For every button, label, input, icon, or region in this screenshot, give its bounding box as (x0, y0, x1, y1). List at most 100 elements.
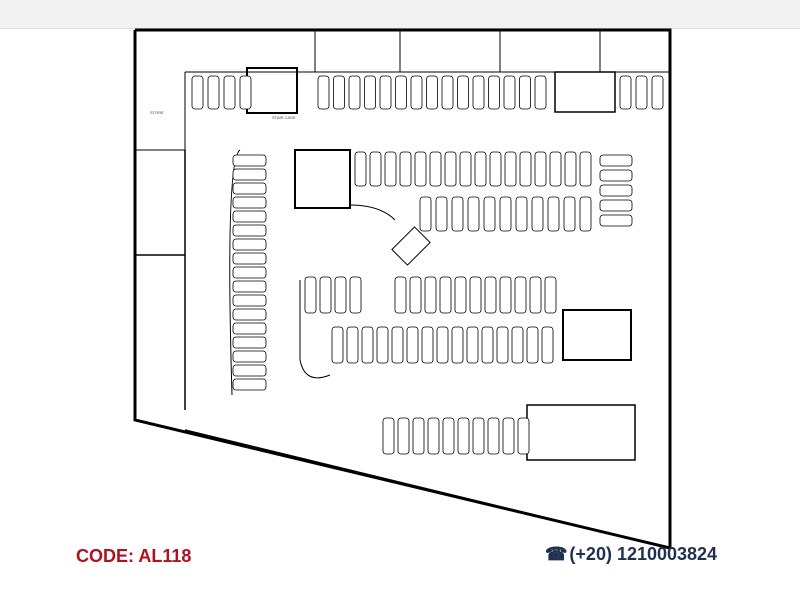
parking-slot (549, 151, 562, 187)
parking-slot (232, 210, 267, 223)
parking-slot (232, 294, 267, 307)
parking-slot (441, 75, 454, 110)
parking-slot (232, 252, 267, 265)
parking-slot (531, 196, 544, 232)
parking-slot (232, 154, 267, 167)
parking-slot (481, 326, 494, 364)
parking-slot (511, 326, 524, 364)
parking-slot (419, 196, 432, 232)
parking-slot (232, 280, 267, 293)
parking-slot (502, 417, 515, 455)
parking-slot (232, 196, 267, 209)
parking-slot (504, 151, 517, 187)
parking-slot (232, 182, 267, 195)
parking-slot (427, 417, 440, 455)
parking-slot (529, 276, 542, 314)
parking-slot (442, 417, 455, 455)
parking-slot (399, 151, 412, 187)
parking-slot (467, 196, 480, 232)
parking-slot (472, 417, 485, 455)
stair-case-label: STAIR CASE (272, 115, 296, 120)
parking-slot (466, 326, 479, 364)
parking-slot (412, 417, 425, 455)
phone-contact[interactable]: ☎(+20) 1210003824 (545, 543, 717, 565)
parking-slot (563, 196, 576, 232)
parking-slot (333, 75, 345, 110)
parking-slot (384, 151, 397, 187)
parking-slot (619, 75, 632, 110)
parking-slot (379, 75, 392, 110)
parking-slot (426, 75, 438, 110)
parking-slot (635, 75, 648, 110)
parking-slot (599, 199, 633, 212)
parking-slot (496, 326, 509, 364)
parking-slot (232, 224, 267, 237)
parking-slot (232, 266, 267, 279)
parking-slot (436, 326, 449, 364)
parking-slot (232, 378, 267, 391)
parking-slot (526, 326, 539, 364)
parking-slot (354, 151, 367, 187)
parking-slot (406, 326, 419, 364)
parking-slot (515, 196, 528, 232)
parking-slot (191, 75, 204, 110)
parking-slot (409, 276, 422, 314)
parking-slot (564, 151, 577, 187)
parking-slot (424, 276, 437, 314)
parking-slot (544, 276, 557, 314)
parking-slot (319, 276, 332, 314)
parking-slot (410, 75, 423, 110)
parking-slot (469, 276, 482, 314)
parking-slot (223, 75, 236, 110)
parking-slot (232, 322, 267, 335)
parking-slot (397, 417, 410, 455)
parking-slot (519, 151, 532, 187)
room-right (562, 309, 632, 361)
parking-slot (394, 276, 407, 314)
parking-slot (439, 276, 452, 314)
parking-slot (534, 75, 547, 110)
parking-slot (421, 326, 434, 364)
parking-slot (599, 154, 633, 167)
parking-slot (547, 196, 560, 232)
parking-slot (391, 326, 404, 364)
parking-slot (444, 151, 457, 187)
parking-slot (484, 276, 497, 314)
parking-slot (376, 326, 389, 364)
parking-slot (317, 75, 330, 110)
store-label: STORE (150, 110, 164, 115)
parking-slot (232, 308, 267, 321)
parking-slot (207, 75, 220, 110)
listing-code: CODE: AL118 (76, 546, 192, 566)
parking-slot (488, 75, 500, 110)
parking-slot (232, 238, 267, 251)
parking-slot (579, 196, 592, 232)
parking-slot (599, 169, 633, 182)
parking-slot (599, 184, 633, 197)
parking-slot (304, 276, 317, 314)
stair-case (246, 67, 298, 114)
phone-number: (+20) 1210003824 (569, 544, 718, 564)
machine-room (294, 149, 351, 209)
parking-slot (514, 276, 527, 314)
parking-slot (599, 214, 633, 227)
parking-slot (457, 75, 469, 110)
parking-slot (457, 417, 470, 455)
parking-slot (395, 75, 407, 110)
parking-slot (487, 417, 500, 455)
parking-slot (519, 75, 531, 110)
parking-slot (651, 75, 664, 110)
parking-slot (499, 196, 512, 232)
parking-slot (429, 151, 442, 187)
parking-slot (232, 168, 267, 181)
outer-wall (135, 28, 672, 548)
parking-slot (534, 151, 547, 187)
parking-slot (349, 276, 362, 314)
parking-slot (435, 196, 448, 232)
parking-slot (503, 75, 516, 110)
parking-slot (369, 151, 382, 187)
parking-slot (348, 75, 361, 110)
parking-slot (483, 196, 496, 232)
parking-slot (414, 151, 427, 187)
